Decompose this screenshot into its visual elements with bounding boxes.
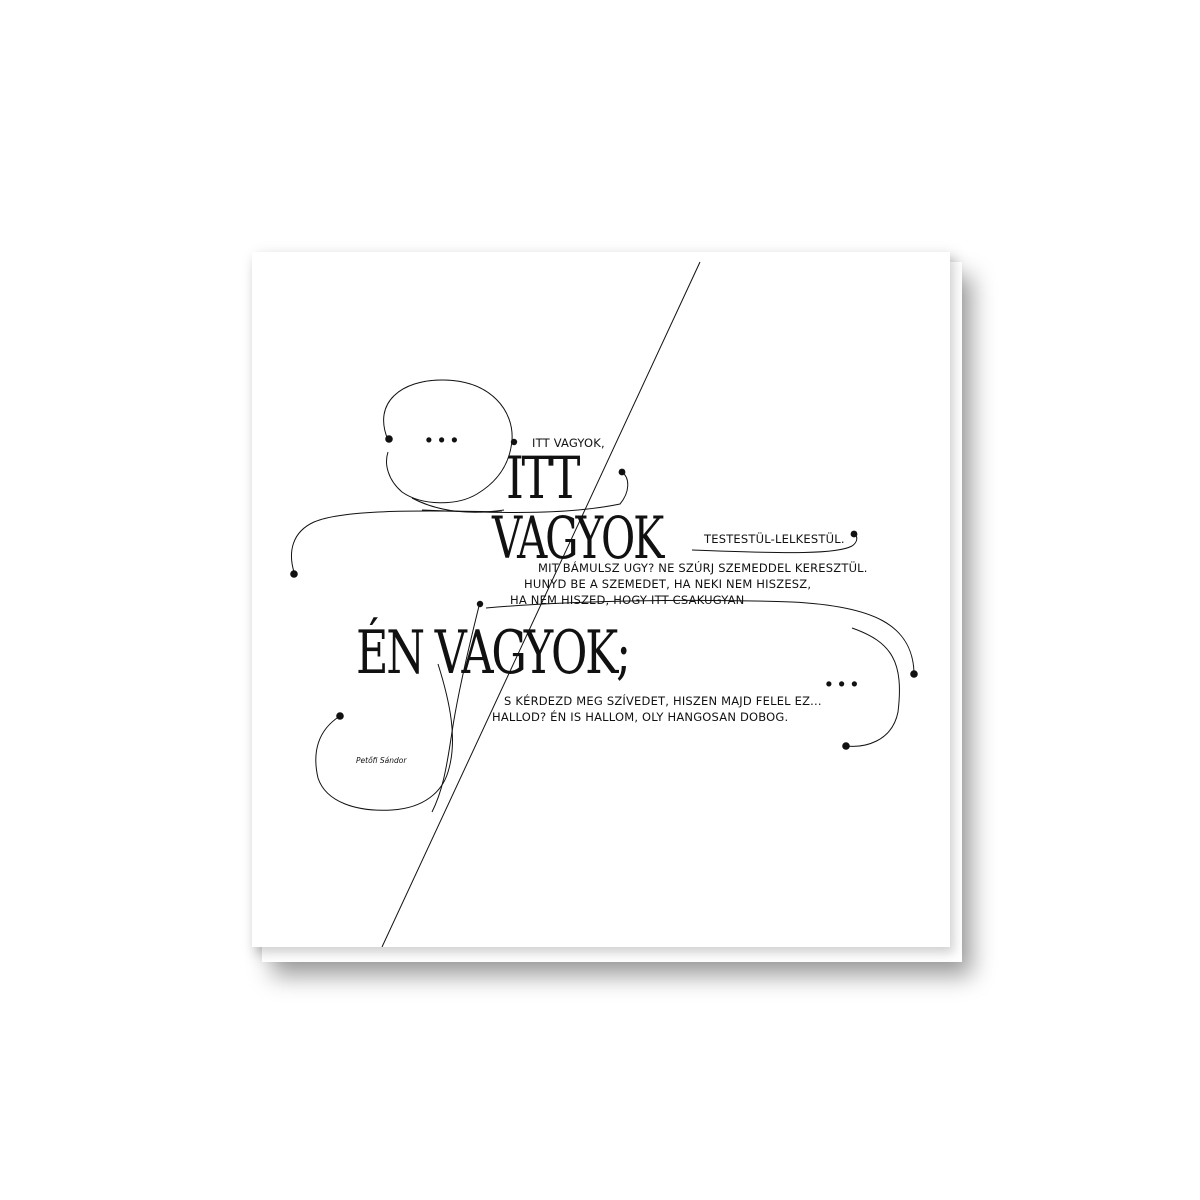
headline-en-vagyok: ÉN VAGYOK; [356,618,631,688]
line-testestul: TESTESTÜL-LELKESTÜL. [704,532,845,546]
ink-drop [910,670,918,678]
lower-left-loop [315,663,453,811]
author-name: Petőfi Sándor [356,756,407,765]
left-swirl [291,510,503,573]
poem-line-7: HALLOD? ÉN IS HALLOM, OLY HANGOSAN DOBOG… [492,710,789,724]
ink-drop [336,712,344,720]
ink-drop [510,438,518,446]
top-left-loop [383,379,513,504]
ink-drop [618,468,626,476]
ink-drop [842,742,850,750]
vagyok-swash [691,533,858,554]
poem-line-4: HUNYD BE A SZEMEDET, HA NEKI NEM HISZESZ… [524,577,812,591]
itt-swash [421,471,629,513]
poem-line-5: HA NEM HISZED, HOGY ITT CSAKUGYAN [510,593,745,607]
poem-line-6: S KÉRDEZD MEG SZÍVEDET, HISZEN MAJD FELE… [504,694,822,708]
en-swash [431,601,481,813]
ellipsis-left: ... [424,416,463,449]
headline-vagyok: VAGYOK [492,504,664,572]
ink-drop [290,570,298,578]
ink-drop [476,600,484,608]
line-itt-vagyok-small: ITT VAGYOK, [532,436,605,450]
ornament-lines [290,261,918,947]
ink-drop [850,530,858,538]
ellipsis-right: ... [824,660,863,693]
poem-line-3: MIT BÁMULSZ UGY? NE SZÚRJ SZEMEDDEL KERE… [538,561,868,575]
middle-swash [485,599,915,673]
poster: ... ITT VAGYOK, ITT VAGYOK TESTESTÜL-LEL… [252,252,950,947]
right-loop [845,627,900,747]
headline-itt: ITT [506,444,580,512]
ink-drop [385,435,393,443]
